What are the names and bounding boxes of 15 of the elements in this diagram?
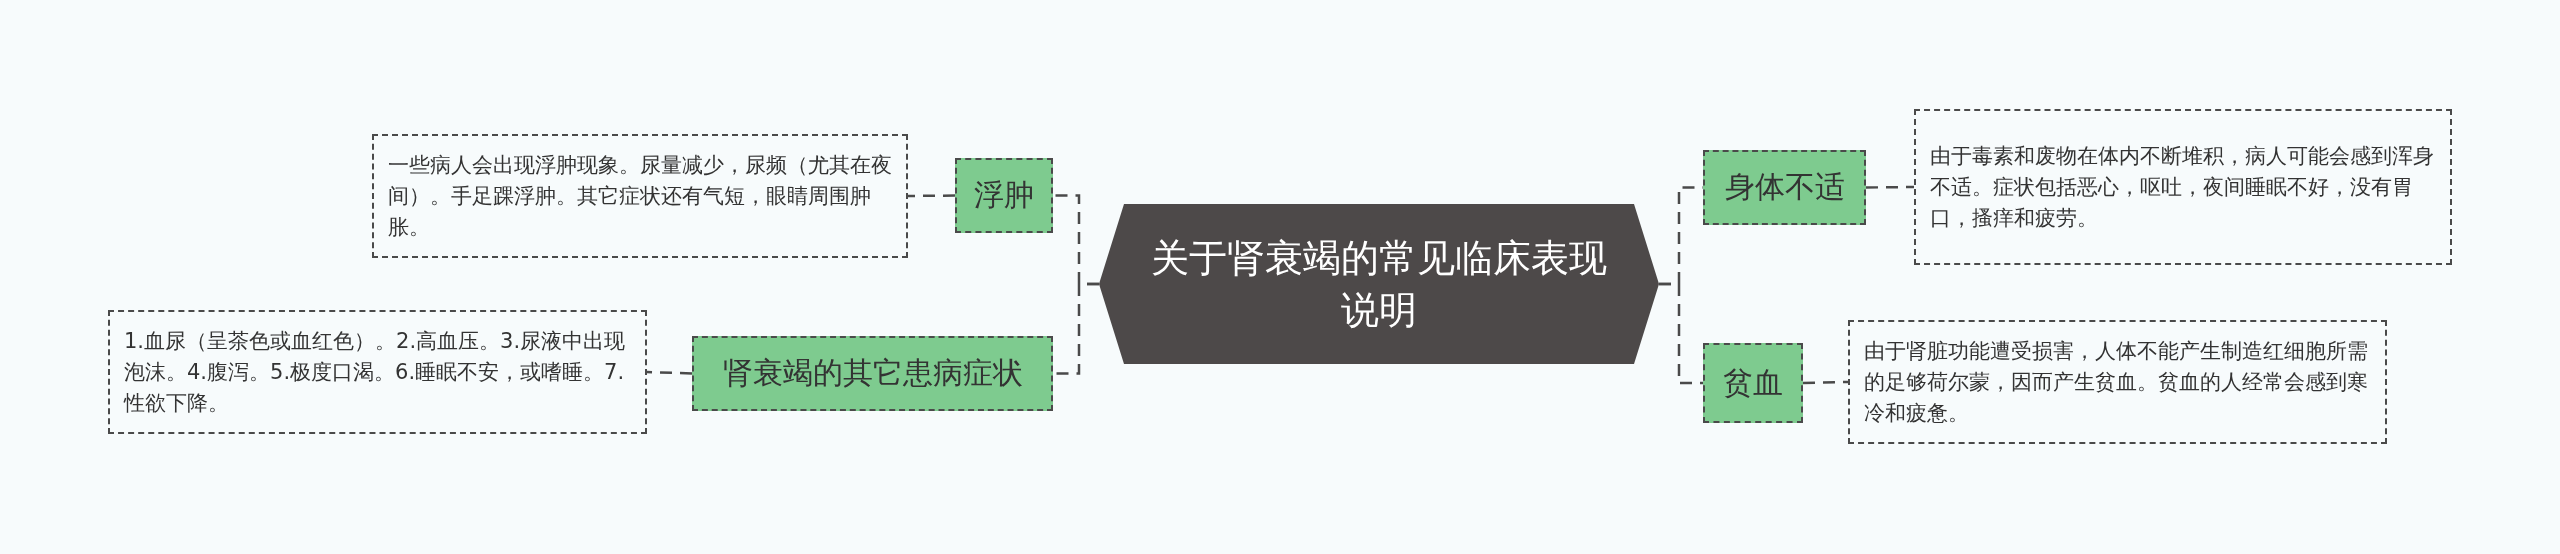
description-box: 由于肾脏功能遭受损害，人体不能产生制造红细胞所需的足够荷尔蒙，因而产生贫血。贫血的人经常会感到寒冷和疲惫。 xyxy=(1848,320,2387,444)
description-box: 由于毒素和废物在体内不断堆积，病人可能会感到浑身不适。症状包括恶心，呕吐，夜间睡眠不好，没有胃口，搔痒和疲劳。 xyxy=(1914,109,2452,265)
connector-line xyxy=(646,370,693,375)
topic-box: 肾衰竭的其它患病症状 xyxy=(692,336,1053,411)
description-box: 一些病人会出现浮肿现象。尿量减少，尿频（尤其在夜间）。手足踝浮肿。其它症状还有气短，眼睛周围肿胀。 xyxy=(372,134,908,258)
topic-box: 浮肿 xyxy=(955,158,1053,233)
topic-box: 身体不适 xyxy=(1703,150,1866,225)
connector-line xyxy=(908,194,955,198)
description-box: 1.血尿（呈茶色或血红色）。2.高血压。3.尿液中出现泡沫。4.腹泻。5.极度口渴。6.睡眠不安，或嗜睡。7.性欲下降。 xyxy=(108,310,647,434)
connector-line xyxy=(1659,282,1703,385)
central-topic-text: 关于肾衰竭的常见临床表现说明 xyxy=(1150,235,1608,334)
connector-line xyxy=(1802,380,1849,385)
connector-line xyxy=(1866,185,1914,189)
central-topic-hexagon xyxy=(1099,204,1659,364)
topic-box: 贫血 xyxy=(1703,343,1803,423)
